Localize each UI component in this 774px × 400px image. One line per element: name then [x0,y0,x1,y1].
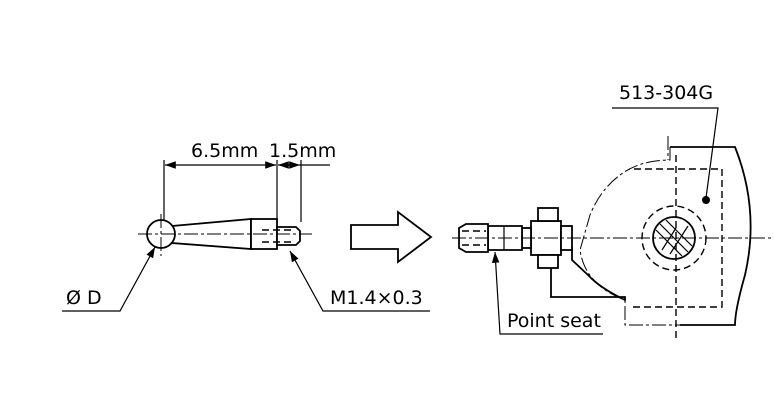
indicator-body: 513-304G Point seat [452,82,774,340]
leader-ball-diameter [62,246,156,312]
label-part-number: 513-304G [619,82,713,104]
stylus-holder-cap-bottom [537,254,559,269]
label-thread-length: 1.5mm [269,140,336,162]
body-phantom-outline [579,147,680,326]
stylus-holder-cap-top [537,207,559,222]
leader-thread-spec [289,250,430,312]
label-point-seat: Point seat [507,310,601,332]
contact-point-part: 6.5mm 1.5mm Ø D M1.4×0.3 [62,140,430,312]
tip-thread [276,226,301,246]
leader-part-number [612,107,719,199]
label-tip-length: 6.5mm [191,140,258,162]
mounting-direction-arrow-icon [350,210,433,264]
body-foot [550,247,626,302]
leader-point-seat [491,251,603,335]
leader-dot [702,196,710,204]
label-ball-diameter: Ø D [66,287,102,309]
body-outline [670,146,752,326]
label-thread-spec: M1.4×0.3 [330,287,423,309]
pivot-hatching [655,219,693,257]
